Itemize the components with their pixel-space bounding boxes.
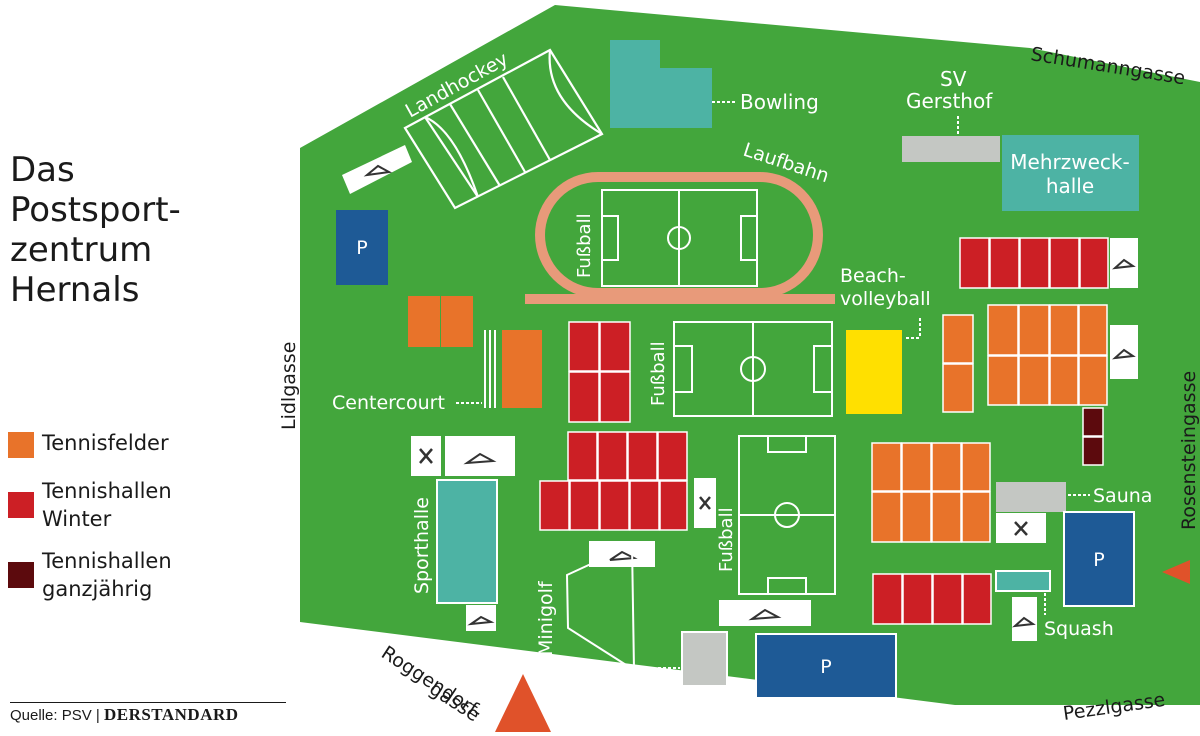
- mehrzweck-label-1: Mehrzweck-: [1010, 150, 1129, 174]
- title-line: Hernals: [10, 270, 140, 310]
- entrance-arrow-icon: [1162, 560, 1190, 584]
- sporthalle-label: Sporthalle: [411, 497, 433, 594]
- street-lidlgasse: Lidlgasse: [278, 342, 300, 430]
- bowling-building: [610, 40, 712, 128]
- tennishallen-winter: [872, 573, 992, 625]
- hanger-icon: [466, 605, 496, 631]
- hanger-icon: [1110, 325, 1138, 379]
- hanger-icon: [342, 145, 412, 194]
- minigolf-course: [565, 543, 636, 672]
- tennishallen-ganzjaehrig: [1082, 407, 1104, 466]
- toilet-icon: [694, 478, 716, 528]
- minigolf-label: Minigolf: [535, 580, 557, 656]
- parking-bottom: [755, 633, 897, 699]
- landhockey-field: [403, 48, 604, 210]
- parking-left: [336, 210, 388, 285]
- hanger-icon: [1011, 597, 1037, 641]
- entrance-arrow-icon: [495, 674, 551, 732]
- legend-label: Winter: [42, 507, 112, 531]
- legend-label: Tennisfelder: [42, 431, 169, 455]
- sekretariat-label: Sekretariat: [632, 688, 737, 710]
- fussball-label-2: Fußball: [648, 341, 669, 406]
- source-credit: Quelle: PSV | DERSTANDARD: [10, 705, 239, 725]
- parking-icon: P: [1093, 549, 1104, 571]
- tennishallen-winter: [539, 431, 688, 531]
- source-divider: [10, 702, 286, 703]
- legend-swatch: [8, 492, 34, 518]
- legend-label: Tennishallen: [42, 549, 172, 573]
- hanger-icon: [589, 541, 655, 567]
- title-line: Postsport-: [10, 190, 181, 230]
- parking-icon: P: [356, 237, 367, 259]
- tennishallen-winter: [959, 237, 1109, 289]
- centercourt-stands: [484, 330, 496, 408]
- parking-icon: P: [820, 656, 831, 678]
- tennis-fields-right: [942, 304, 1108, 413]
- legend-swatch: [8, 562, 34, 588]
- toilet-icon: [411, 436, 441, 476]
- sv-label-2: Gersthof: [906, 89, 993, 113]
- beach-label-1: Beach-: [840, 265, 906, 287]
- toilet-icon: [996, 513, 1046, 543]
- beachvolleyball-court: [846, 330, 902, 414]
- football-field-1: [601, 189, 758, 287]
- tennishallen-winter: [568, 321, 631, 423]
- fussball-label-3: Fußball: [716, 507, 737, 572]
- sv-gersthof-building: [902, 136, 1000, 162]
- beach-label-2: volleyball: [840, 288, 931, 310]
- sauna-building: [996, 482, 1066, 512]
- legend-label: ganzjährig: [42, 577, 153, 601]
- tennis-fields-lower-right: [871, 442, 991, 543]
- squash-building: [995, 570, 1051, 592]
- mehrzweck-label-2: halle: [1046, 174, 1094, 198]
- legend-swatch: [8, 432, 34, 458]
- title-line: zentrum: [10, 230, 153, 270]
- parking-right: [1063, 511, 1135, 607]
- brand-logo: DERSTANDARD: [103, 705, 239, 724]
- legend-label: Tennishallen: [42, 479, 172, 503]
- street-rosensteingasse: Rosensteingasse: [1178, 371, 1200, 530]
- sekretariat-building: [681, 631, 728, 687]
- football-field-2: [673, 321, 833, 417]
- source-prefix: Quelle: PSV |: [10, 707, 100, 724]
- hanger-icon: [445, 436, 515, 476]
- football-field-3: [738, 435, 836, 595]
- tennis-field: [441, 296, 473, 347]
- sporthalle: [436, 479, 498, 604]
- sauna-label: Sauna: [1093, 485, 1152, 507]
- centercourt-label: Centercourt: [332, 392, 445, 414]
- tennis-field: [408, 296, 440, 347]
- sv-label-1: SV: [940, 67, 967, 91]
- bowling-label: Bowling: [740, 90, 819, 114]
- mehrzweckhalle: [1002, 135, 1139, 211]
- map-title: Das Postsport- zentrum Hernals: [10, 150, 181, 310]
- squash-label: Squash: [1044, 618, 1114, 640]
- title-line: Das: [10, 150, 75, 190]
- hanger-icon: [719, 600, 811, 626]
- centercourt: [502, 330, 542, 408]
- hanger-icon: [1110, 238, 1138, 288]
- fussball-label-1: Fußball: [574, 213, 595, 278]
